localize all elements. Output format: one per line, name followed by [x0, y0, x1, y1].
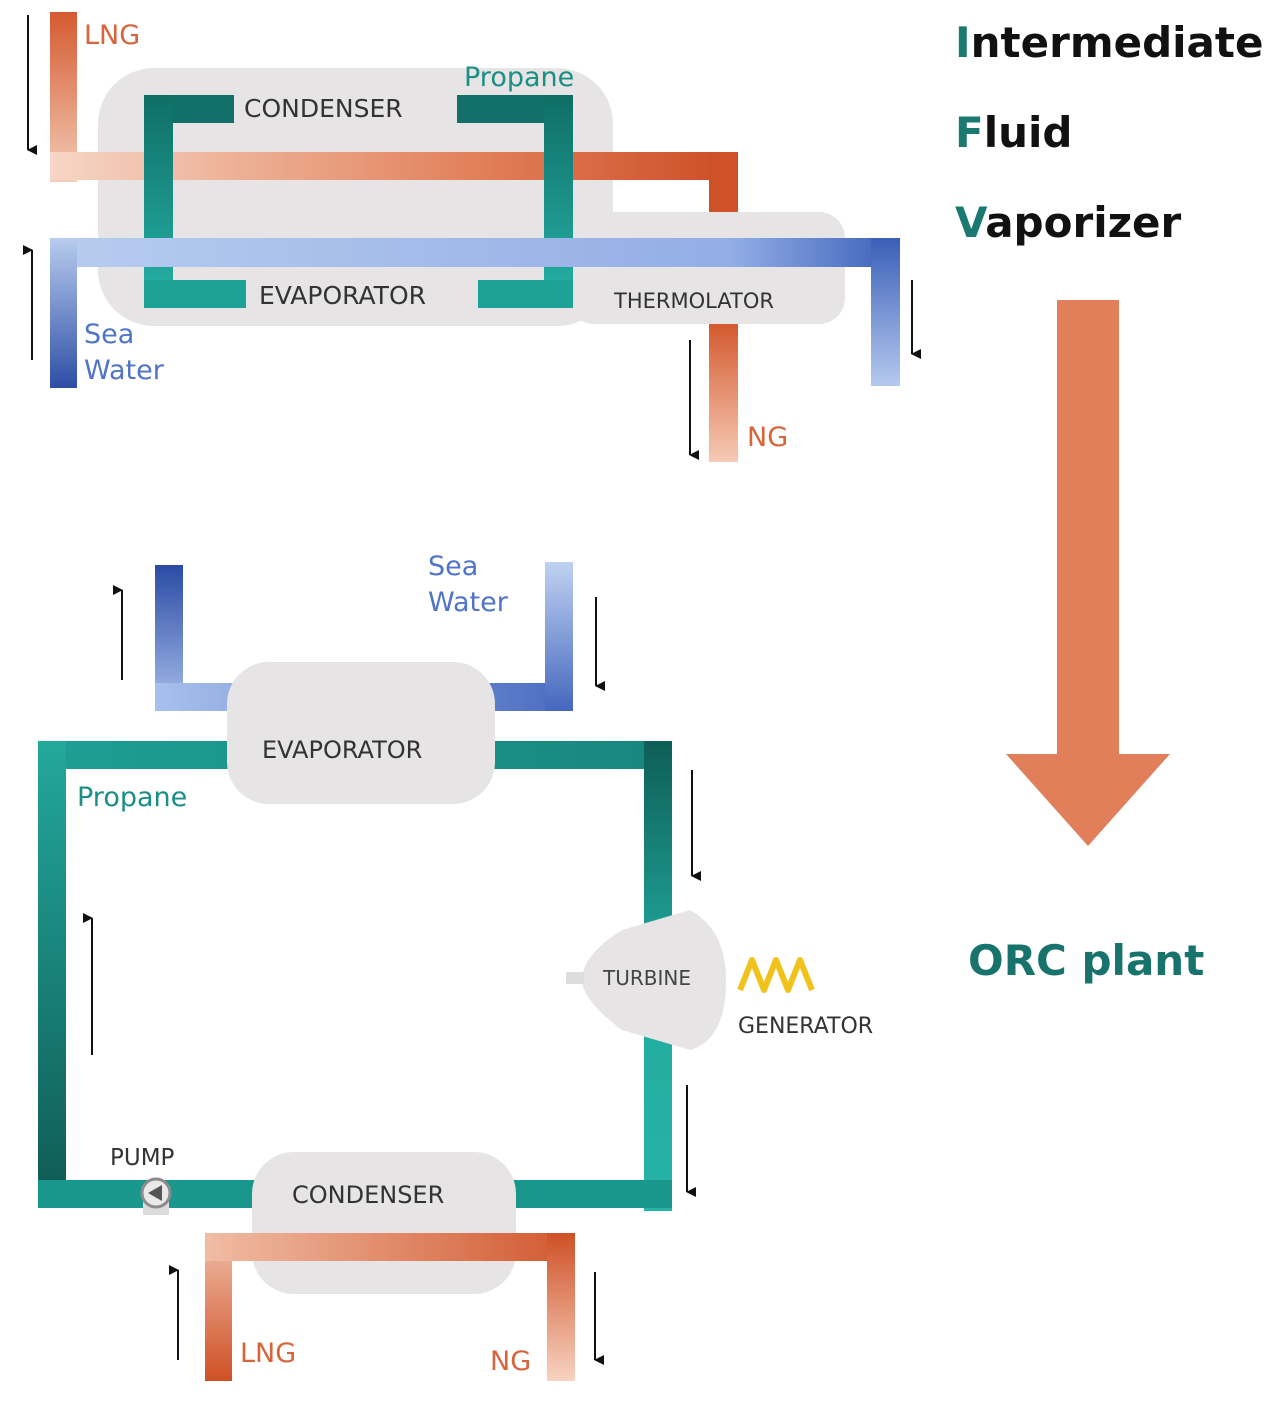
- top-propane-label: Propane: [464, 62, 574, 93]
- title-rest-vaporizer: aporizer: [985, 198, 1182, 247]
- orc-propane-left-pipe: [38, 741, 66, 1205]
- top-condenser-label: CONDENSER: [244, 94, 403, 123]
- top-ng-label: NG: [747, 422, 788, 453]
- pump-icon: [140, 1177, 172, 1215]
- ng-outlet-pipe: [709, 324, 738, 462]
- title-intermediate: Intermediate: [955, 18, 1263, 67]
- propane-loop-left: [144, 95, 173, 307]
- seawater-inlet-pipe: [50, 238, 77, 388]
- propane-evaporator-right: [478, 280, 573, 308]
- title-rest-fluid: luid: [983, 108, 1073, 157]
- seawater-horizontal-pipe: [50, 238, 900, 267]
- orc-condenser-label: CONDENSER: [292, 1181, 444, 1209]
- title-fluid: Fluid: [955, 108, 1072, 157]
- pump-label: PUMP: [110, 1145, 175, 1171]
- seawater-outlet-pipe: [871, 238, 900, 386]
- title-initial-i: I: [955, 18, 971, 67]
- orc-seawater-inlet-pipe: [545, 562, 573, 711]
- turbine-shaft: [566, 972, 584, 984]
- transition-arrow: [1006, 300, 1170, 846]
- title-vaporizer: Vaporizer: [955, 198, 1181, 247]
- title-rest-intermediate: ntermediate: [970, 18, 1264, 67]
- orc-evaporator-unit: [227, 662, 495, 804]
- orc-seawater-label-2: Water: [428, 587, 509, 618]
- orc-lng-label: LNG: [240, 1338, 296, 1369]
- thermolator-label: THERMOLATOR: [613, 289, 774, 313]
- orc-plant-label: ORC plant: [968, 936, 1205, 985]
- propane-evaporator-left: [144, 280, 246, 308]
- top-ifv-diagram: LNG Propane CONDENSER EVAPORATOR THERMOL…: [23, 12, 921, 462]
- turbine-unit: [582, 910, 726, 1050]
- top-seawater-label-2: Water: [84, 355, 165, 386]
- propane-loop-right: [544, 95, 573, 307]
- turbine-label: TURBINE: [602, 966, 691, 990]
- top-lng-label: LNG: [84, 20, 140, 51]
- generator-label: GENERATOR: [738, 1014, 873, 1039]
- generator-icon: [737, 957, 815, 993]
- orc-evaporator-label: EVAPORATOR: [262, 736, 422, 764]
- title-initial-f: F: [955, 108, 984, 157]
- lng-drop-pipe: [709, 152, 738, 212]
- top-evaporator-label: EVAPORATOR: [259, 281, 426, 310]
- orc-propane-label: Propane: [77, 782, 187, 813]
- bottom-orc-diagram: Sea Water EVAPORATOR Propane TURBINE GEN…: [38, 551, 873, 1381]
- top-seawater-label-1: Sea: [84, 319, 134, 350]
- orc-condenser-unit: [252, 1152, 516, 1294]
- orc-ng-outlet-pipe: [547, 1233, 575, 1381]
- orc-lng-horizontal-pipe: [205, 1233, 575, 1261]
- orc-seawater-label-1: Sea: [428, 551, 478, 582]
- title-initial-v: V: [955, 198, 986, 247]
- orc-ng-label: NG: [490, 1346, 531, 1377]
